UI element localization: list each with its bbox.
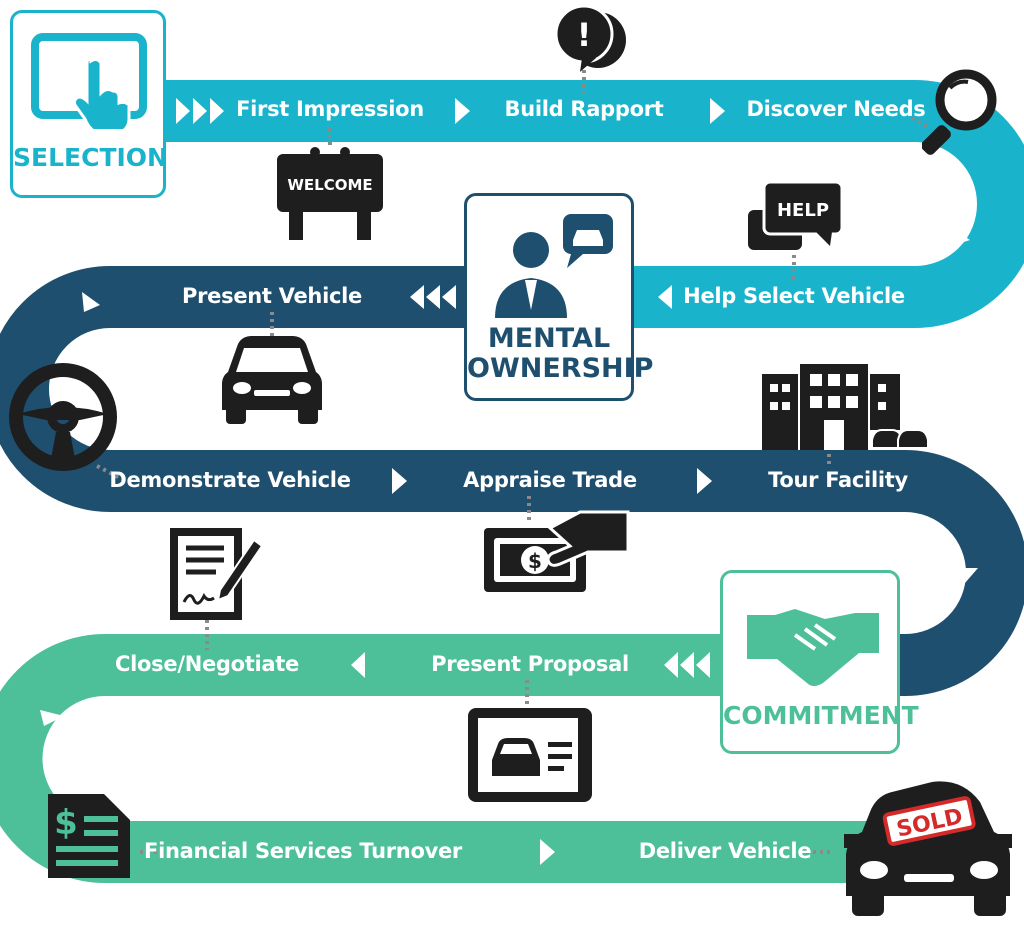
phase-commitment-box: COMMITMENT (720, 570, 919, 754)
tablet-car-icon (468, 708, 592, 802)
tablet-touch-icon (31, 33, 147, 129)
step-deliver-vehicle: Deliver Vehicle (638, 839, 812, 863)
phase-selection-box: SELECTION (10, 10, 168, 198)
step-demonstrate-vehicle: Demonstrate Vehicle (109, 468, 351, 492)
step-tour-facility: Tour Facility (768, 468, 908, 492)
contract-signature-icon (170, 528, 264, 620)
step-close-negotiate: Close/Negotiate (115, 652, 299, 676)
step-discover-needs: Discover Needs (746, 97, 926, 121)
welcome-sign-icon: WELCOME (277, 147, 383, 240)
money-dollar-sign: $ (528, 549, 542, 573)
handshake-icon (747, 609, 879, 686)
speech-mark: ! (577, 16, 592, 54)
phase-selection-label: SELECTION (13, 143, 168, 172)
help-chat-icon: HELP (748, 180, 844, 250)
road-arrows (40, 98, 978, 865)
phase-commitment-label: COMMITMENT (723, 701, 919, 730)
welcome-sign-text: WELCOME (287, 176, 372, 194)
phase-mental-ownership-label: MENTAL OWNERSHIP (467, 323, 654, 384)
phase-mental-label-line1: MENTAL (487, 323, 611, 354)
speech-bubble-alert-icon: ! (554, 4, 626, 72)
dollar-document-icon: $ (48, 794, 130, 878)
magnifier-icon (922, 69, 997, 155)
businessman-icon (495, 214, 613, 318)
sold-car-icon: SOLD (844, 781, 1012, 916)
money-hand-icon: $ (484, 510, 630, 592)
step-help-select-vehicle: Help Select Vehicle (683, 284, 905, 308)
phase-mental-ownership-box: MENTAL OWNERSHIP (464, 193, 654, 401)
icon-connectors (96, 70, 931, 854)
step-appraise-trade: Appraise Trade (463, 468, 637, 492)
phase-mental-label-line2: OWNERSHIP (467, 353, 654, 384)
step-first-impression: First Impression (236, 97, 424, 121)
car-front-icon (222, 336, 322, 424)
step-present-proposal: Present Proposal (431, 652, 629, 676)
steering-wheel-icon (9, 363, 117, 471)
document-dollar-sign: $ (54, 803, 78, 843)
office-building-icon (762, 364, 929, 450)
road-segment-mental-ownership (0, 266, 1024, 696)
step-present-vehicle: Present Vehicle (182, 284, 362, 308)
help-chat-text: HELP (777, 200, 829, 221)
step-financial-services-turnover: Financial Services Turnover (144, 839, 462, 863)
step-build-rapport: Build Rapport (504, 97, 664, 121)
